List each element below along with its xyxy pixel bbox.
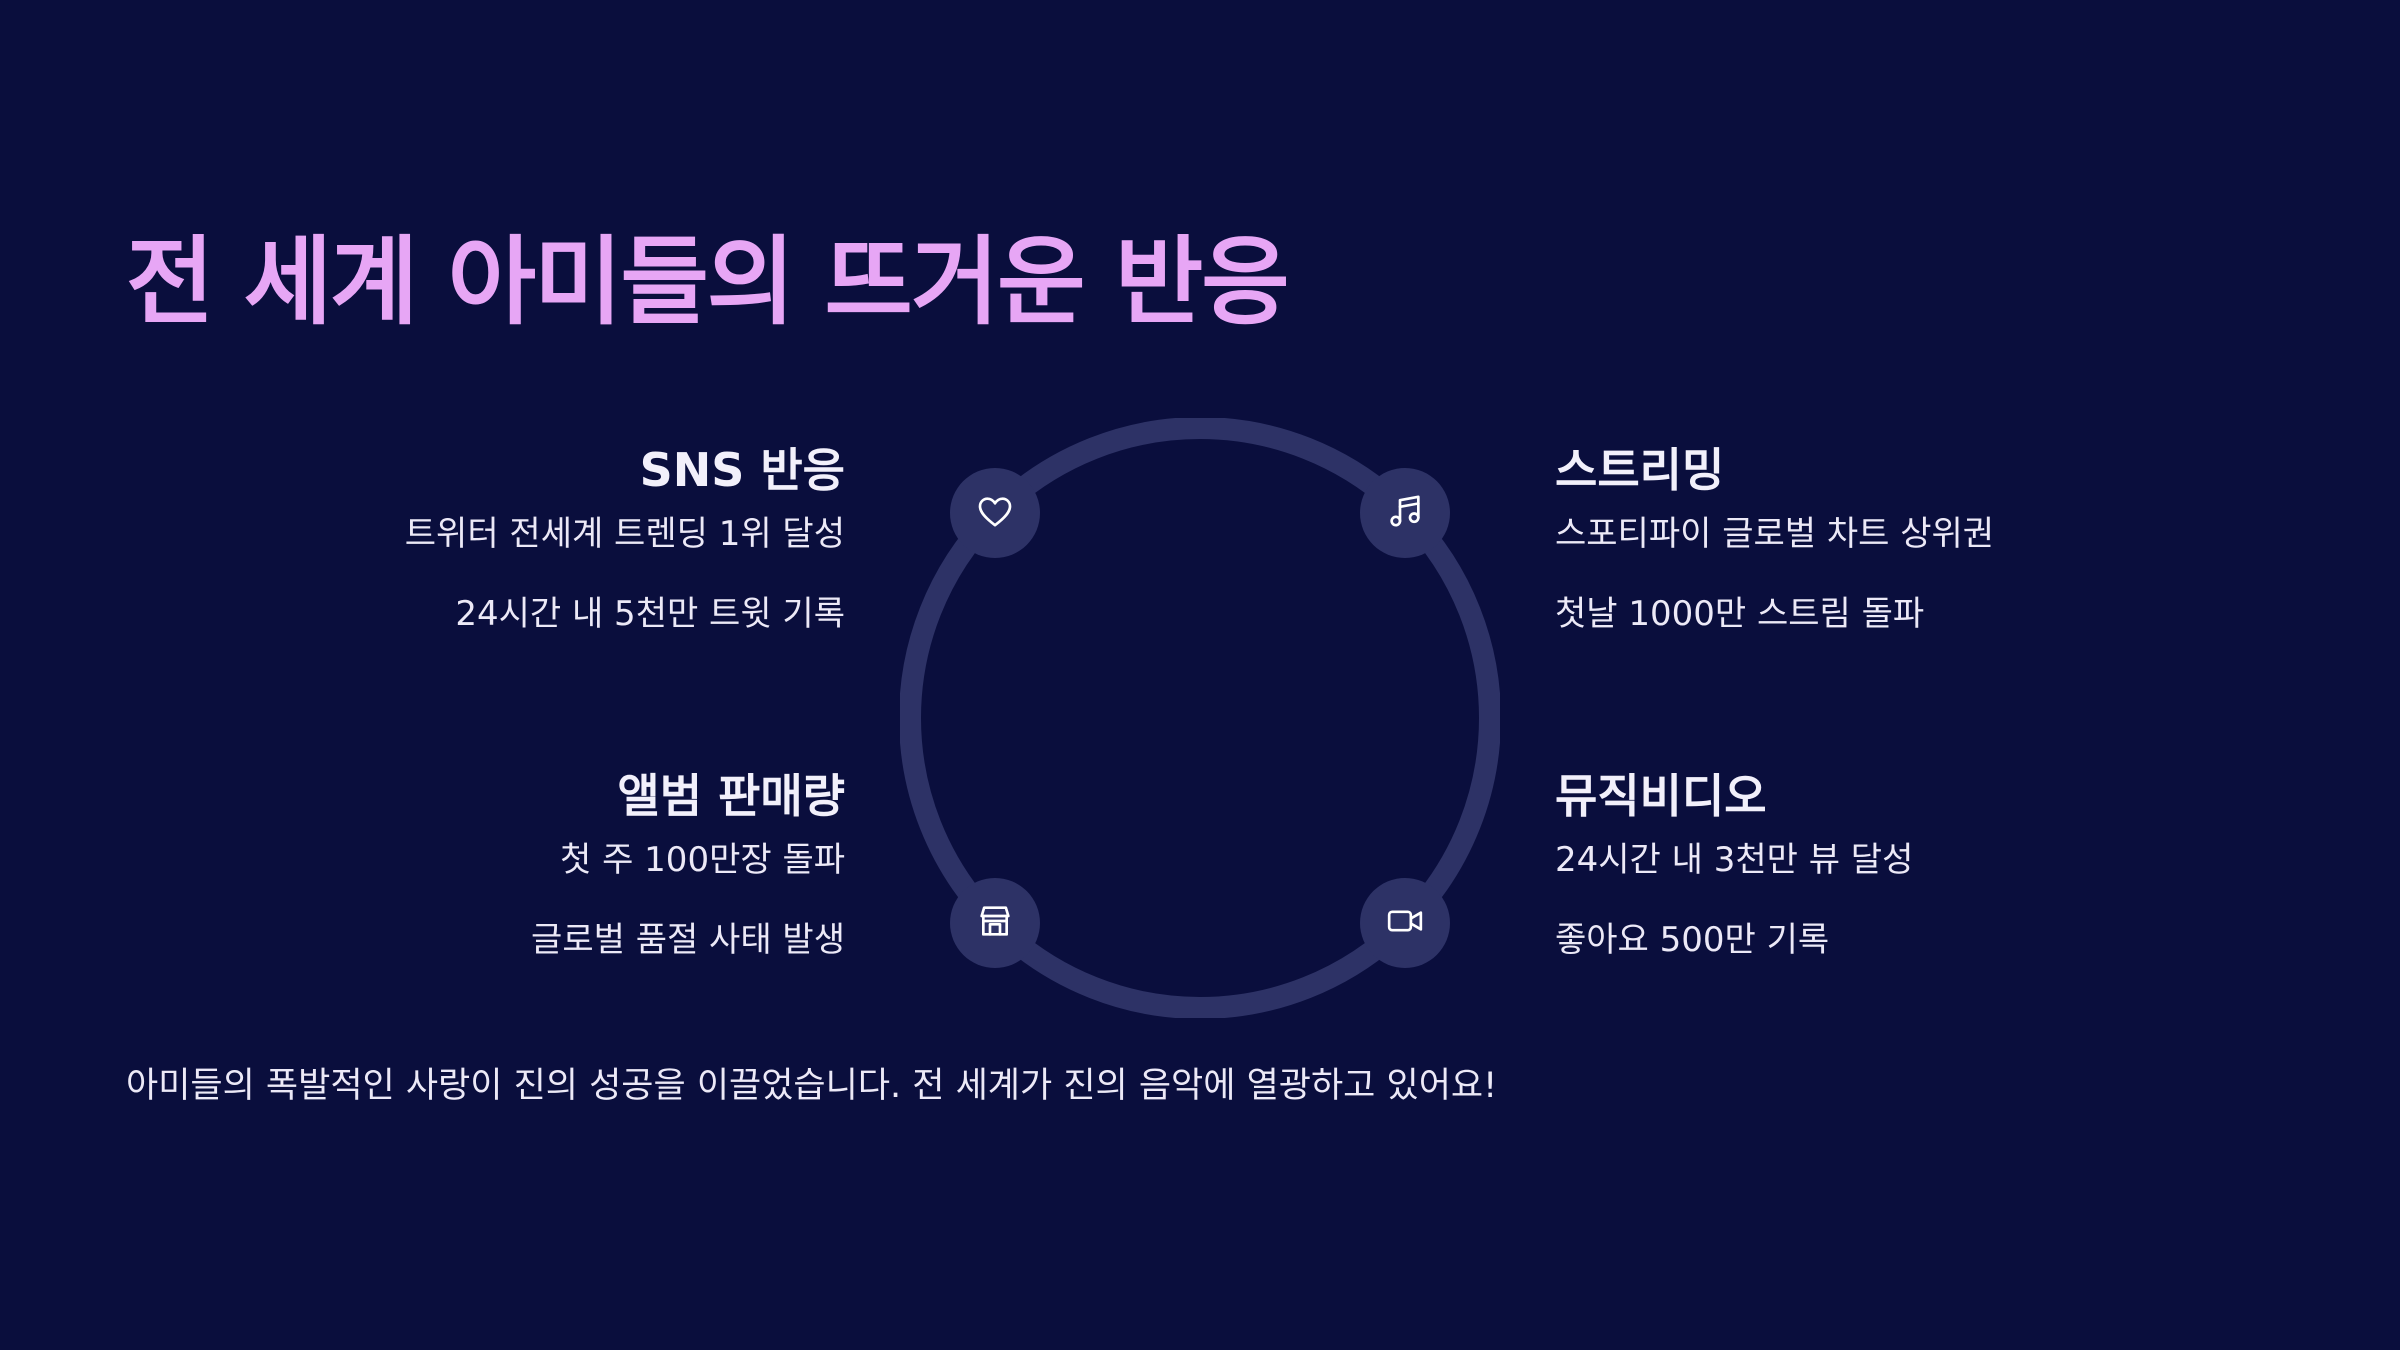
video-camera-icon (1385, 901, 1425, 945)
streaming-section: 스트리밍 스포티파이 글로벌 차트 상위권 첫날 1000만 스트림 돌파 (1555, 440, 2115, 636)
album-sales-section: 앨범 판매량 첫 주 100만장 돌파 글로벌 품절 사태 발생 (285, 766, 845, 962)
cycle-diagram (900, 418, 1500, 1018)
music-note-icon (1385, 491, 1425, 535)
streaming-title: 스트리밍 (1555, 443, 1725, 497)
sns-section: SNS 반응 트위터 전세계 트렌딩 1위 달성 24시간 내 5천만 트윗 기… (285, 440, 845, 636)
streaming-line-2: 첫날 1000만 스트림 돌파 (1555, 594, 1925, 634)
streaming-line-1: 스포티파이 글로벌 차트 상위권 (1555, 514, 1995, 554)
sns-title: SNS 반응 (639, 443, 845, 497)
album-sales-line-1: 첫 주 100만장 돌파 (560, 840, 845, 880)
heart-icon (975, 491, 1015, 535)
streaming-node (1360, 468, 1450, 558)
store-icon (975, 901, 1015, 945)
album-sales-node (950, 878, 1040, 968)
music-video-line-2: 좋아요 500만 기록 (1555, 920, 1830, 960)
sns-line-2: 24시간 내 5천만 트윗 기록 (455, 594, 845, 634)
cycle-ring (900, 418, 1500, 1018)
album-sales-line-2: 글로벌 품절 사태 발생 (531, 920, 845, 960)
sns-line-1: 트위터 전세계 트렌딩 1위 달성 (404, 514, 845, 554)
page-title: 전 세계 아미들의 뜨거운 반응 (126, 226, 1290, 338)
music-video-line-1: 24시간 내 3천만 뷰 달성 (1555, 840, 1914, 880)
album-sales-title: 앨범 판매량 (617, 769, 845, 823)
music-video-node (1360, 878, 1450, 968)
sns-node (950, 468, 1040, 558)
footer-text: 아미들의 폭발적인 사랑이 진의 성공을 이끌었습니다. 전 세계가 진의 음악… (126, 1066, 1498, 1106)
music-video-section: 뮤직비디오 24시간 내 3천만 뷰 달성 좋아요 500만 기록 (1555, 766, 2115, 962)
music-video-title: 뮤직비디오 (1555, 769, 1767, 823)
